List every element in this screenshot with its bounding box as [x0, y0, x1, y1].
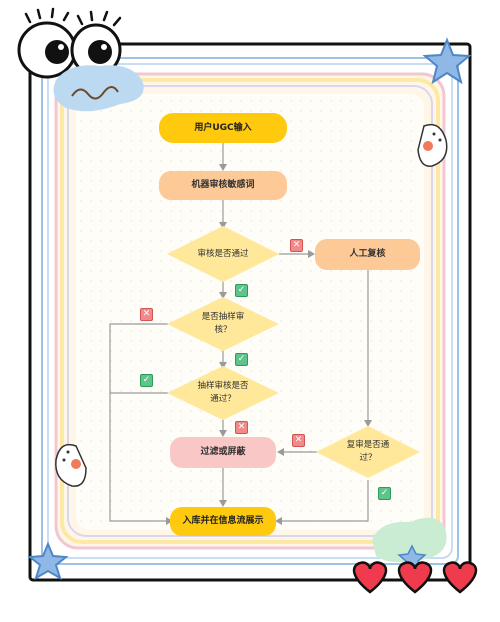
arrow-heads — [166, 164, 372, 525]
node-manual-review-label: 人工复核 — [349, 249, 386, 260]
face-sticker-right-icon — [417, 123, 448, 167]
decision-recheck-pass-label: 复审是否通 过？ — [346, 440, 390, 463]
node-filter: 过滤或屏蔽 — [170, 437, 276, 468]
node-user-input-label: 用户UGC输入 — [194, 122, 252, 133]
decision-recheck-pass — [316, 426, 420, 478]
no-mark-icon: ✕ — [290, 239, 303, 252]
green-blob-decoration — [372, 517, 447, 563]
yes-mark-icon: ✓ — [140, 374, 153, 387]
node-manual-review: 人工复核 — [315, 239, 420, 270]
star-bottom-left-icon — [27, 541, 69, 581]
hearts-decoration — [352, 561, 478, 594]
node-store-feed: 入库并在信息流展示 — [170, 507, 276, 536]
no-mark-icon: ✕ — [235, 421, 248, 434]
no-mark-icon: ✕ — [292, 434, 305, 447]
flow-connectors — [109, 142, 369, 522]
decision-audit-pass-label: 审核是否通过 — [197, 248, 249, 259]
no-mark-icon: ✕ — [140, 308, 153, 321]
blue-blob-decoration — [53, 65, 144, 112]
yes-mark-icon: ✓ — [235, 284, 248, 297]
star-top-right-icon — [422, 37, 472, 85]
decision-audit-pass — [167, 226, 279, 282]
node-user-input: 用户UGC输入 — [159, 113, 287, 143]
decision-sample-label: 是否抽样审 核？ — [201, 312, 245, 335]
yes-mark-icon: ✓ — [378, 487, 391, 500]
decision-sample — [167, 297, 279, 351]
decision-sample-pass-label: 抽样审核是否 通过？ — [197, 381, 249, 404]
node-machine-audit-label: 机器审核敏感词 — [191, 180, 255, 191]
node-machine-audit: 机器审核敏感词 — [159, 171, 287, 200]
node-store-feed-label: 入库并在信息流展示 — [182, 516, 264, 527]
face-sticker-left-icon — [55, 443, 87, 487]
decision-sample-pass — [167, 366, 279, 420]
node-filter-label: 过滤或屏蔽 — [200, 447, 246, 458]
yes-mark-icon: ✓ — [235, 353, 248, 366]
